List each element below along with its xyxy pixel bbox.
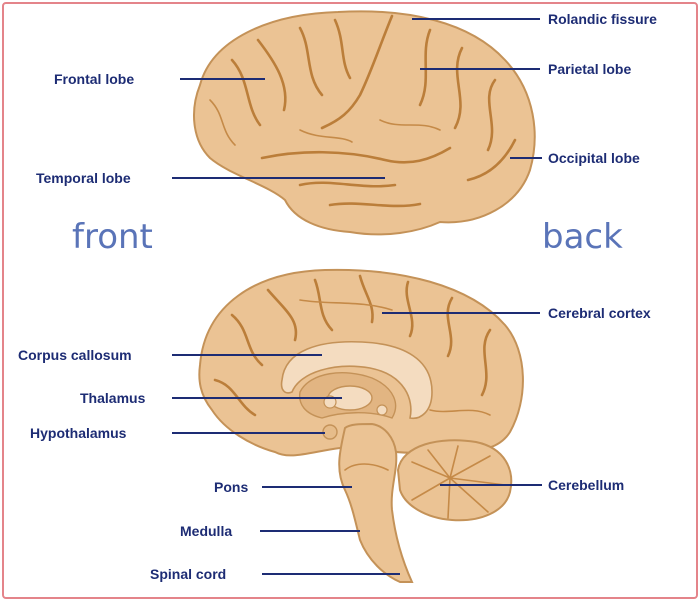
label-spinal-cord: Spinal cord <box>150 566 226 582</box>
label-frontal-lobe: Frontal lobe <box>54 71 134 87</box>
lateral-leaders <box>172 18 542 179</box>
label-thalamus: Thalamus <box>80 390 146 406</box>
label-rolandic-fissure: Rolandic fissure <box>548 11 657 27</box>
label-hypothalamus: Hypothalamus <box>30 425 127 441</box>
orientation-back: back <box>542 217 623 257</box>
brain-sagittal-view <box>198 268 524 583</box>
label-occipital-lobe: Occipital lobe <box>548 150 640 166</box>
cerebellum-shape <box>396 439 513 522</box>
label-corpus-callosum: Corpus callosum <box>18 347 132 363</box>
brain-lateral-view <box>193 10 536 236</box>
label-pons: Pons <box>214 479 248 495</box>
label-medulla: Medulla <box>180 523 232 539</box>
label-cerebral-cortex: Cerebral cortex <box>548 305 651 321</box>
central-sulcus <box>320 14 394 130</box>
brainstem-shape <box>338 422 414 583</box>
brain-lateral-outline <box>193 10 536 236</box>
lateral-sulcus <box>260 146 452 164</box>
sagittal-leaders <box>172 312 542 575</box>
hypothalamus-shape <box>322 424 338 440</box>
label-parietal-lobe: Parietal lobe <box>548 61 631 77</box>
label-cerebellum: Cerebellum <box>548 477 624 493</box>
orientation-front: front <box>72 217 153 257</box>
corpus-callosum-shape <box>280 340 433 420</box>
label-temporal-lobe: Temporal lobe <box>36 170 131 186</box>
